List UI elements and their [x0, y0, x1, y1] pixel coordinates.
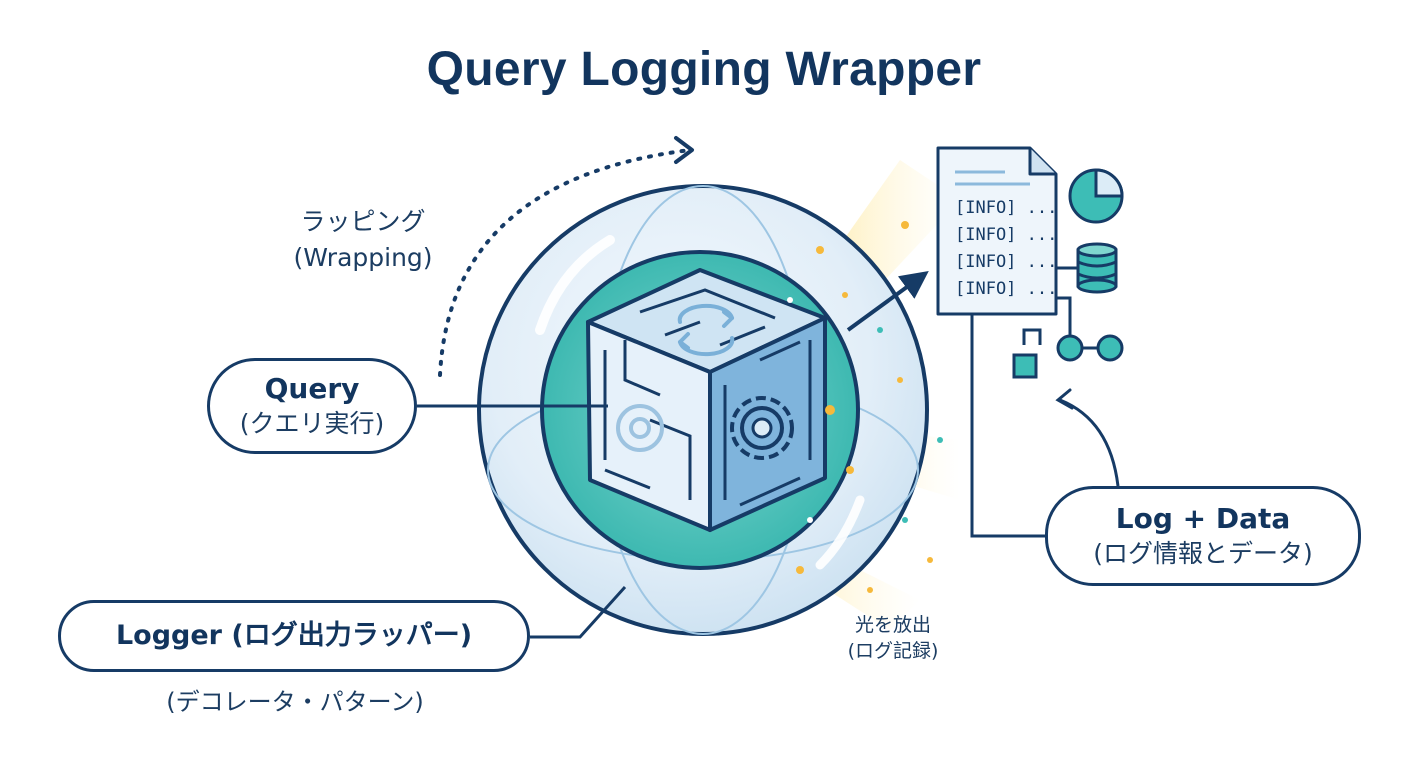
logger-title: Logger (ログ出力ラッパー) [115, 620, 473, 651]
log-data-connector [970, 314, 1045, 538]
emit-label-sub: (ログ記録) [847, 640, 939, 662]
log-data-subtitle: (ログ情報とデータ) [1093, 539, 1313, 568]
sparkles [787, 221, 943, 593]
query-pill: Query (クエリ実行) [207, 358, 417, 454]
log-data-arrow [1059, 398, 1120, 487]
query-cube [586, 268, 827, 532]
logger-subtitle: (デコレータ・パターン) [166, 688, 424, 716]
emit-arrow [846, 271, 929, 332]
logger-pill: Logger (ログ出力ラッパー) [58, 600, 530, 672]
document-icon [936, 146, 1058, 316]
log-line: [INFO] ... [955, 225, 1058, 245]
gear-icon [730, 396, 794, 460]
wrapping-label-en: (Wrapping) [293, 243, 433, 272]
gear-icon-faded [616, 404, 664, 452]
wrapping-label: ラッピング (Wrapping) [248, 204, 478, 276]
page-title: Query Logging Wrapper [426, 43, 982, 96]
wrapping-arrow-head [674, 136, 694, 164]
database-icon [1076, 242, 1118, 294]
refresh-icon [677, 303, 735, 357]
log-data-arrow-head [1055, 388, 1074, 410]
log-line: [INFO] ... [955, 279, 1058, 299]
log-data-title: Log + Data [1115, 502, 1291, 535]
log-line: [INFO] ... [955, 198, 1058, 218]
log-data-pill: Log + Data (ログ情報とデータ) [1045, 486, 1361, 586]
pie-chart-icon [1068, 168, 1124, 224]
query-title: Query [264, 372, 360, 405]
logger-connector [530, 585, 627, 639]
log-line: [INFO] ... [955, 252, 1058, 272]
wrapping-arrow [438, 148, 692, 377]
query-subtitle: (クエリ実行) [239, 409, 385, 438]
wrapping-label-jp: ラッピング [300, 207, 426, 236]
emit-label-jp: 光を放出 [854, 614, 931, 636]
emit-label: 光を放出 (ログ記録) [818, 612, 968, 664]
network-nodes-icon [1012, 296, 1124, 379]
